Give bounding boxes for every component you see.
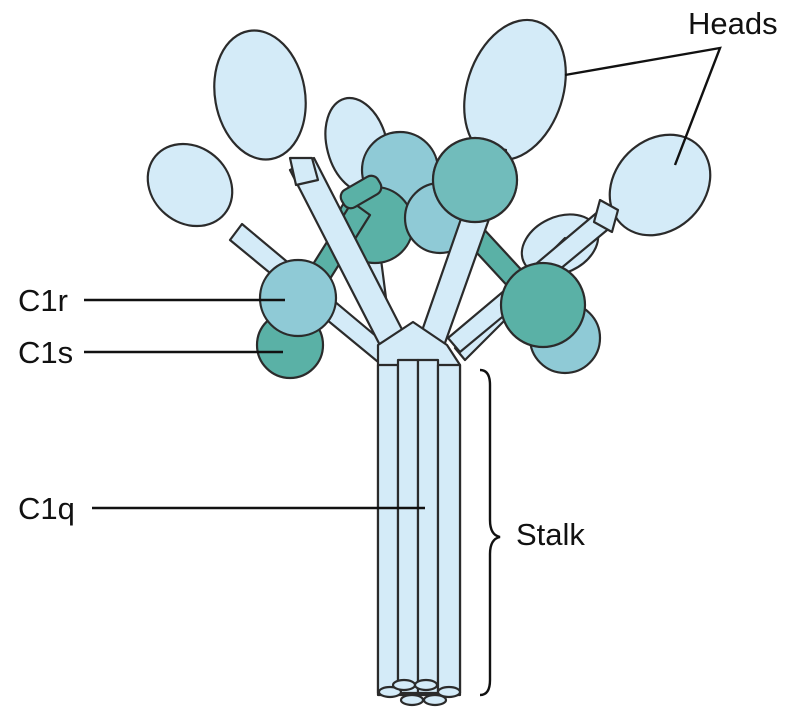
- head-upper-left: [204, 23, 315, 167]
- stalk-base-2: [393, 680, 415, 690]
- stalk-strand-2: [398, 360, 418, 693]
- c1r-lower-left: [260, 260, 336, 336]
- head-right: [589, 114, 730, 255]
- stalk-base-5: [401, 695, 423, 705]
- neck-upper-left: [290, 158, 318, 185]
- stalk-strand-1: [378, 365, 398, 693]
- stalk-base-3: [415, 680, 437, 690]
- c1s-upper-right: [433, 138, 517, 222]
- label-heads: Heads: [688, 6, 778, 41]
- label-c1s: C1s: [18, 335, 73, 370]
- stalk-strand-4: [438, 365, 460, 693]
- c1s-lower-right: [501, 263, 585, 347]
- label-c1q: C1q: [18, 491, 75, 526]
- stalk-base-6: [424, 695, 446, 705]
- stalk-strand-3: [418, 360, 438, 693]
- head-left: [131, 127, 249, 243]
- stalk-brace: [480, 370, 500, 695]
- label-c1r: C1r: [18, 283, 68, 318]
- label-stalk: Stalk: [516, 517, 585, 552]
